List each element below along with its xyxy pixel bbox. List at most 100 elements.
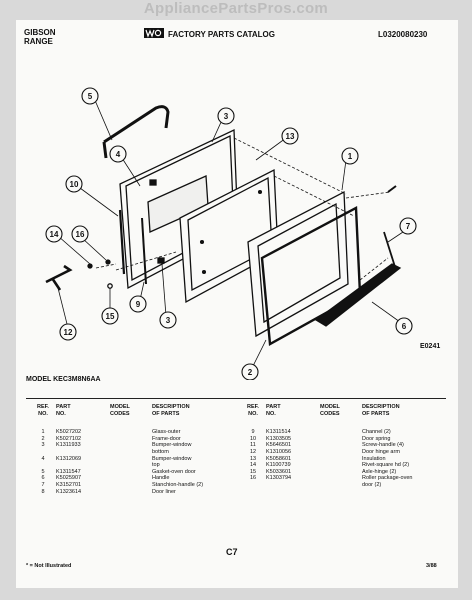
cell-desc: Axle-hinge (2) [362,468,397,475]
cell-model [320,436,362,443]
header-ref: REF. NO. [247,404,259,417]
parts-table-right: REF. NO. PART NO. MODEL CODES DESCRIPTIO… [240,404,466,489]
cell-part: K1303794 [266,475,292,482]
cell-desc: Stanchion-handle (2) [152,481,204,488]
cell-ref: 5 [41,468,45,475]
cell-ref: 1 [41,429,45,436]
cell-ref: 3 [41,442,45,449]
table-header: REF. NO. PART NO. MODEL CODES DESCRIPTIO… [240,404,466,417]
cell-ref: 10 [249,435,257,442]
cell-desc: Door spring [362,435,391,442]
part-hinge-arm [45,264,73,291]
callout-label: 2 [248,368,253,377]
cell-part [56,449,110,456]
header-ref: REF. NO. [37,404,49,417]
part-door-spring [141,217,147,285]
cell-model [110,475,152,482]
callout-label: 16 [76,230,85,239]
header-part: PART NO. [266,404,281,417]
footer-date: 3/88 [426,563,437,569]
callout-label: 3 [166,316,171,325]
callout-14 [45,225,63,243]
header-desc: DESCRIPTION OF PARTS [152,404,190,417]
cell-part [56,462,110,469]
cell-part: K1312069 [56,455,82,462]
wci-logo-icon [144,28,164,38]
part-glass-outer-inner [257,202,341,324]
callout-label: 14 [50,230,59,239]
part-glass-outer [247,190,349,338]
callout-10 [65,175,83,193]
cell-model [110,456,152,463]
cell-model [110,469,152,476]
cell-part: K5058601 [266,455,292,462]
part-screw [387,185,397,193]
cell-desc: Door liner [152,488,176,495]
cell-part: K5025907 [56,475,82,482]
callout-6 [395,317,413,335]
cell-desc: Bumper-window [152,455,192,462]
callout-15 [101,307,119,325]
catalog-page [16,20,458,588]
cell-desc: Door hinge arm [362,448,400,455]
callout-label: 3 [224,112,229,121]
cell-model [110,462,152,469]
cell-part: K5027102 [56,435,82,442]
callout-label: 9 [136,300,141,309]
cell-model [320,449,362,456]
cell-part: K1310056 [266,448,292,455]
cell-model [110,489,152,496]
table-row: bottom [30,449,242,456]
footnote: * = Not Illustrated [26,563,72,569]
callout-label: 12 [64,328,73,337]
table-row: 8 K1323614 Door liner [30,489,242,496]
cell-ref [30,449,56,456]
callout-label: 1 [348,152,353,161]
cell-desc: Bumper-window [152,442,192,449]
page-number: C7 [226,547,238,557]
cell-desc: Channel (2) [362,429,391,436]
callout-13 [281,127,299,145]
cell-desc: Rivet-square hd (2) [362,462,410,469]
cell-model [110,482,152,489]
cell-part: K1323614 [56,488,82,495]
header-model: MODEL CODES [320,404,340,417]
diagram-ref-code: E0241 [420,343,441,350]
cell-desc: door (2) [362,481,382,488]
exploded-door-diagram: 5 4 3 13 1 10 14 16 7 9 15 3 6 12 2 [45,87,417,380]
cell-model [320,462,362,469]
callout-label: 13 [286,132,295,141]
cell-ref: 11 [250,442,256,449]
callout-2 [241,363,259,380]
callout-7 [399,217,417,235]
header-part: PART NO. [56,404,71,417]
cell-ref [240,482,266,489]
callout-4 [109,145,127,163]
part-stanchion [383,231,397,271]
cell-ref: 8 [41,488,45,495]
cell-part: K3152701 [56,481,82,488]
cell-desc: Frame-door [152,435,181,442]
callout-16 [71,225,89,243]
cell-model [110,429,152,436]
cell-ref: 4 [41,455,45,462]
cell-part: K5646501 [266,442,292,449]
callout-1 [341,147,359,165]
parts-table-left: REF. NO. PART NO. MODEL CODES DESCRIPTIO… [30,404,242,495]
table-header: REF. NO. PART NO. MODEL CODES DESCRIPTIO… [30,404,242,417]
cell-desc: Gasket-oven door [152,468,196,475]
table-divider [26,398,446,399]
model-line: MODEL KEC3M8N6AA [26,376,101,383]
cell-ref: 7 [41,481,45,488]
cell-part: K5027202 [56,429,82,436]
callout-12 [59,323,77,341]
cell-part [266,482,320,489]
callout-label: 6 [402,322,407,331]
